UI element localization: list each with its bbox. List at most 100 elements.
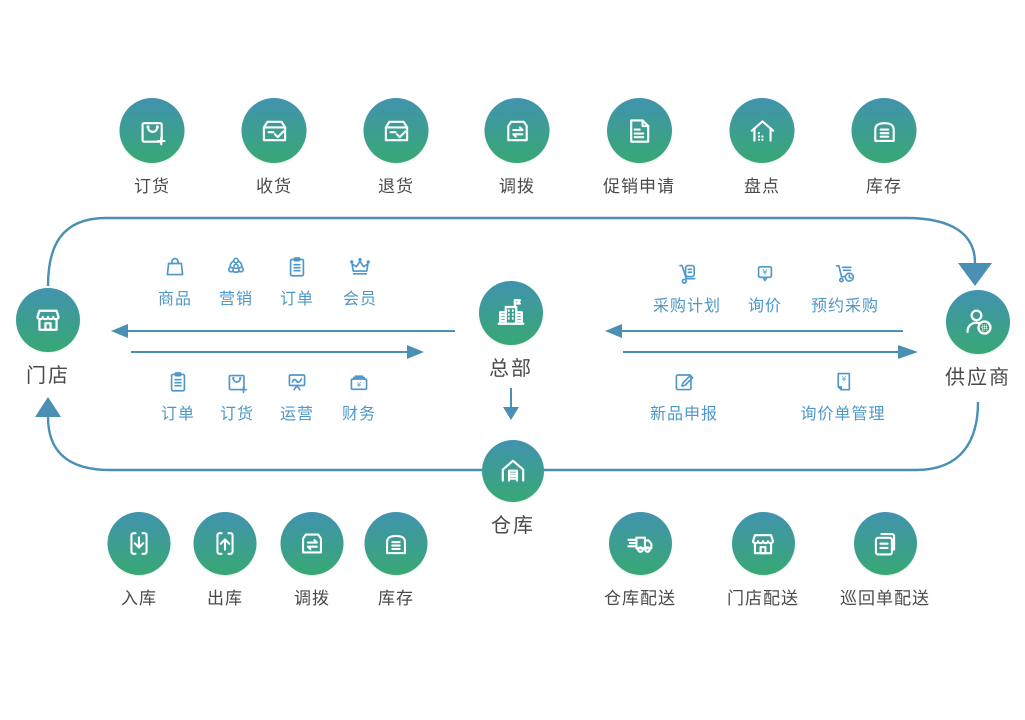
yen-glyph: ¥ [762, 267, 767, 277]
mini-item-new-product: 新品申报 [650, 368, 718, 424]
reserved-purchase-cart-icon [835, 265, 855, 283]
flow-item-label: 库存 [866, 177, 902, 197]
inventory-bin-icon [364, 512, 428, 575]
transfer-box-icon [484, 98, 550, 163]
flow-item-label: 库存 [378, 589, 414, 609]
arrowhead-down-warehouse [503, 407, 519, 420]
flow-item-returns: 退货 [363, 98, 429, 197]
mini-item-members: 会员 [343, 253, 377, 309]
supplier-badge-text: 供 [981, 323, 988, 332]
outbound-arrow-icon [193, 512, 257, 575]
flow-item-store-delivery: 门店配送 [727, 512, 799, 609]
node-supplier-label: 供应商 [945, 365, 1011, 389]
flow-item-warehouse-delivery: 仓库配送 [604, 512, 676, 609]
flow-item-outbound: 出库 [193, 512, 257, 609]
order-clipboard-icon [289, 257, 305, 277]
new-product-pencil-icon [675, 374, 694, 391]
mini-item-inquiry-doc: ¥ 询价单管理 [800, 368, 885, 424]
flow-item-ordering: 订货 [119, 98, 185, 197]
flow-item-label: 调拨 [294, 589, 330, 609]
delivery-truck-icon [608, 512, 672, 575]
mini-item-label: 营销 [218, 289, 254, 308]
mini-item-label: 采购计划 [652, 296, 722, 315]
mini-item-marketing: 营销 [219, 253, 253, 309]
mini-item-label: 会员 [342, 289, 378, 308]
mini-item-label: 询价单管理 [800, 404, 886, 423]
flow-item-inventory2: 库存 [364, 512, 428, 609]
order-bag-icon [228, 374, 247, 394]
yen-glyph: ¥ [841, 375, 846, 383]
node-store-label: 门店 [26, 363, 70, 387]
mini-item-label: 订单 [160, 404, 196, 423]
flow-item-label: 盘点 [744, 177, 780, 197]
mini-item-goods: 商品 [158, 253, 192, 309]
storefront-icon [731, 512, 795, 575]
headquarters-building-icon [479, 281, 543, 345]
mini-item-label: 订货 [219, 404, 255, 423]
arrowhead-left-store [111, 324, 128, 338]
flow-item-stocktake: 盘点 [729, 98, 795, 197]
finance-cashbox-icon: ¥ [350, 375, 368, 391]
mini-item-operations: 运营 [280, 368, 314, 424]
mini-item-order2: 订单 [161, 368, 195, 424]
node-hq-label: 总部 [489, 356, 533, 380]
stocktake-house-icon [729, 98, 795, 163]
node-supplier: 供 供应商 [945, 290, 1011, 390]
goods-bag-icon [166, 257, 184, 276]
return-box-icon [363, 98, 429, 163]
mini-item-finance: ¥ 财务 [342, 368, 376, 424]
inquiry-bubble-icon: ¥ [757, 265, 773, 282]
flow-item-inbound: 入库 [107, 512, 171, 609]
mini-item-reserved-purchase: 预约采购 [811, 260, 879, 316]
order-bag-icon [119, 98, 185, 163]
warehouse-house-icon [482, 440, 544, 502]
node-headquarters: 总部 [479, 281, 543, 381]
mini-item-label: 新品申报 [649, 404, 719, 423]
yen-glyph: ¥ [357, 381, 362, 389]
member-crown-icon [350, 257, 370, 275]
operations-chart-icon [288, 374, 306, 391]
mini-item-label: 商品 [157, 289, 193, 308]
flow-item-transfer: 调拨 [484, 98, 550, 197]
flow-item-route-delivery: 巡回单配送 [840, 512, 930, 609]
inventory-bin-icon [851, 98, 917, 163]
mini-item-label: 财务 [341, 404, 377, 423]
mini-item-purchase-plan: 采购计划 [653, 260, 721, 316]
purchase-plan-trolley-icon [679, 264, 696, 284]
flow-item-label: 收货 [256, 177, 292, 197]
flow-item-transfer2: 调拨 [280, 512, 344, 609]
stacked-docs-icon [853, 512, 917, 575]
mini-item-orders: 订单 [280, 253, 314, 309]
inquiry-doc-icon: ¥ [836, 372, 850, 391]
node-store: 门店 [16, 288, 80, 388]
flow-item-label: 订货 [134, 177, 170, 197]
order-clipboard-icon [170, 372, 186, 392]
mini-item-label: 订单 [279, 289, 315, 308]
arrowhead-up-store [35, 397, 61, 417]
promotion-doc-icon [606, 98, 672, 163]
mini-item-label: 询价 [747, 296, 783, 315]
mini-item-ordering2: 订货 [220, 368, 254, 424]
node-warehouse-label: 仓库 [491, 513, 535, 537]
arrowhead-left-hq [605, 324, 622, 338]
arrowhead-right-hq [407, 345, 424, 359]
loop-store-to-supplier-top [46, 216, 977, 287]
flow-item-receiving: 收货 [241, 98, 307, 197]
flow-item-label: 仓库配送 [604, 589, 676, 609]
mini-item-label: 运营 [279, 404, 315, 423]
marketing-network-icon [227, 257, 245, 274]
arrowhead-down-supplier [958, 263, 992, 286]
flow-item-label: 调拨 [499, 177, 535, 197]
inbound-arrow-icon [107, 512, 171, 575]
arrowhead-right-supplier [898, 345, 918, 359]
flow-item-label: 入库 [121, 589, 157, 609]
mini-item-inquiry: ¥ 询价 [748, 260, 782, 316]
flow-item-label: 巡回单配送 [840, 589, 930, 609]
flow-item-label: 门店配送 [727, 589, 799, 609]
flow-item-label: 出库 [207, 589, 243, 609]
transfer-box-icon [280, 512, 344, 575]
node-warehouse: 仓库 [482, 440, 544, 538]
flow-item-label: 促销申请 [603, 177, 675, 197]
